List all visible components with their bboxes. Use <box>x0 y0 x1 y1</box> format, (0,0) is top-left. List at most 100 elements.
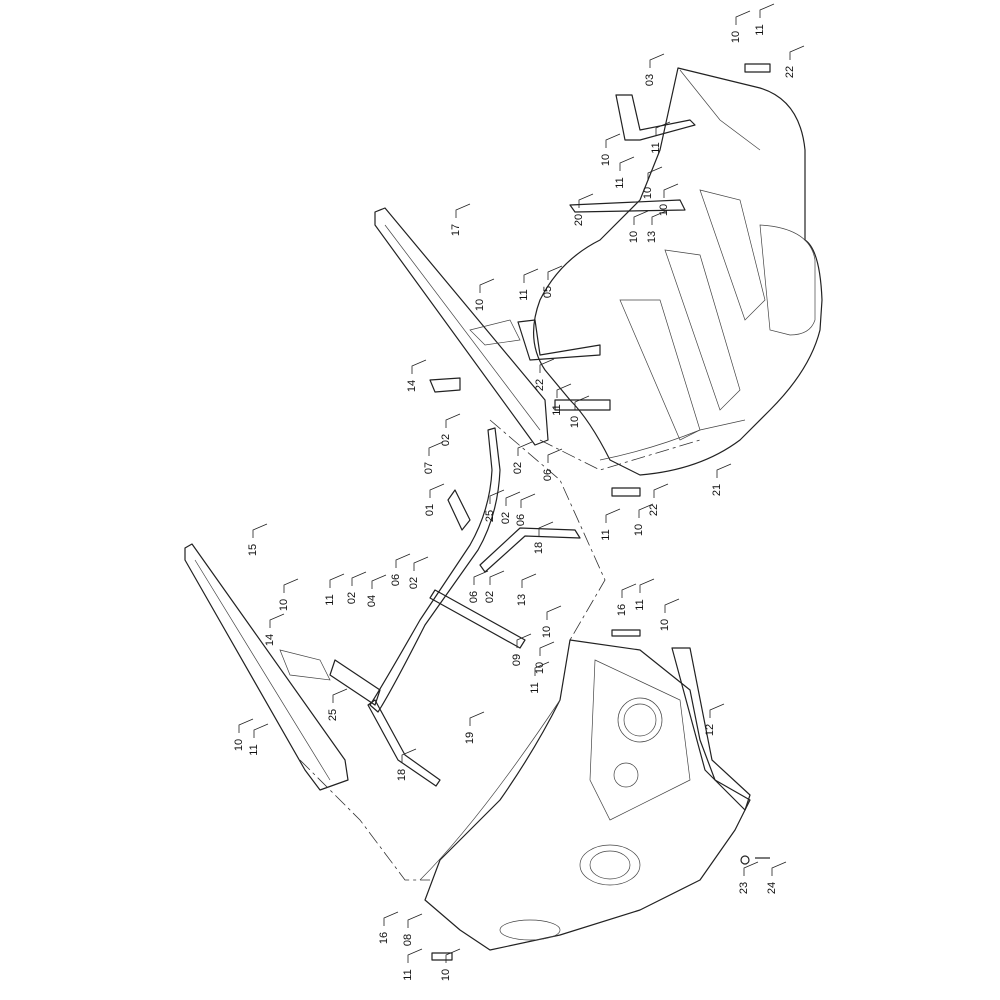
callout-label-10: 10 <box>730 31 742 43</box>
leader-line <box>407 948 423 963</box>
leader-line <box>653 483 669 498</box>
callout-label-19: 19 <box>464 732 476 744</box>
callout-label-07: 07 <box>423 462 435 474</box>
callout-label-09: 09 <box>511 654 523 666</box>
callout-label-11: 11 <box>324 594 336 605</box>
alignment-lines <box>299 419 701 881</box>
beam-17 <box>374 207 549 446</box>
callout-label-20: 20 <box>573 214 585 226</box>
leader-line <box>332 688 348 703</box>
leader-line <box>605 508 621 523</box>
leader-line <box>574 395 590 410</box>
callout-label-02: 02 <box>500 512 512 524</box>
beam-15 <box>184 543 349 791</box>
callout-label-11: 11 <box>529 682 541 693</box>
callout-label-25: 25 <box>484 510 496 522</box>
callout-label-23: 23 <box>738 882 750 894</box>
leader-line <box>633 210 649 225</box>
callout-label-10: 10 <box>659 619 671 631</box>
callout-label-16: 16 <box>378 932 390 944</box>
leader-line <box>621 583 637 598</box>
leader-line <box>253 723 269 738</box>
leader-line <box>401 748 417 763</box>
leader-line <box>371 574 387 589</box>
leader-line <box>663 183 679 198</box>
leader-line <box>469 711 485 726</box>
callout-label-10: 10 <box>474 299 486 311</box>
leader-line <box>538 521 554 536</box>
callout-label-02: 02 <box>484 591 496 603</box>
callout-label-16: 16 <box>616 604 628 616</box>
leader-line <box>759 3 775 18</box>
leader-line <box>534 661 550 676</box>
callout-label-10: 10 <box>600 154 612 166</box>
callout-label-10: 10 <box>233 739 245 751</box>
leader-line <box>520 493 536 508</box>
callout-label-11: 11 <box>402 969 414 980</box>
callout-label-14: 14 <box>264 634 276 646</box>
leader-line <box>516 633 532 648</box>
leader-line <box>655 121 671 136</box>
callout-label-10: 10 <box>440 969 452 981</box>
callout-label-24: 24 <box>766 882 778 894</box>
callout-label-01: 01 <box>424 504 436 516</box>
leader-line <box>743 861 759 876</box>
callout-label-06: 06 <box>542 469 554 481</box>
leader-line <box>269 613 285 628</box>
callout-label-02: 02 <box>408 577 420 589</box>
leader-line <box>479 278 495 293</box>
callout-label-06: 06 <box>468 591 480 603</box>
leader-line <box>639 578 655 593</box>
leader-line <box>445 948 461 963</box>
leader-line <box>649 53 665 68</box>
leader-line <box>547 448 563 463</box>
leader-line <box>605 133 621 148</box>
callout-label-22: 22 <box>648 504 660 516</box>
leader-line <box>539 641 555 656</box>
leader-line <box>517 441 533 456</box>
leader-line <box>709 703 725 718</box>
rear-fender-21 <box>532 67 823 476</box>
leader-line <box>505 491 521 506</box>
leader-line <box>619 156 635 171</box>
callout-label-10: 10 <box>642 187 654 199</box>
leader-line <box>473 570 489 585</box>
leader-line <box>546 605 562 620</box>
leader-line <box>489 489 505 504</box>
leader-line <box>523 268 539 283</box>
leader-line <box>789 45 805 60</box>
leader-line <box>651 210 667 225</box>
callout-label-25: 25 <box>327 709 339 721</box>
callout-label-08: 08 <box>402 934 414 946</box>
leader-line <box>664 598 680 613</box>
leader-line <box>716 463 732 478</box>
leader-line <box>238 718 254 733</box>
callout-label-04: 04 <box>366 595 378 607</box>
leader-line <box>407 913 423 928</box>
callout-label-11: 11 <box>518 289 530 300</box>
callout-label-18: 18 <box>533 542 545 554</box>
callout-label-12: 12 <box>704 724 716 736</box>
callout-label-06: 06 <box>390 574 402 586</box>
leader-line <box>445 413 461 428</box>
callout-label-11: 11 <box>614 177 626 188</box>
leader-line <box>578 193 594 208</box>
callout-label-06: 06 <box>515 514 527 526</box>
callout-label-11: 11 <box>551 404 563 415</box>
leader-line <box>252 523 268 538</box>
callout-label-22: 22 <box>784 66 796 78</box>
leader-line <box>638 503 654 518</box>
callout-label-10: 10 <box>658 204 670 216</box>
leader-line <box>395 553 411 568</box>
callout-label-13: 13 <box>516 594 528 606</box>
callout-label-15: 15 <box>247 544 259 556</box>
callout-label-14: 14 <box>406 380 418 392</box>
leader-line <box>489 570 505 585</box>
callout-label-02: 02 <box>440 434 452 446</box>
leader-line <box>428 441 444 456</box>
callout-label-10: 10 <box>278 599 290 611</box>
frame-01 <box>329 427 581 787</box>
callout-label-10: 10 <box>633 524 645 536</box>
leader-line <box>771 861 787 876</box>
